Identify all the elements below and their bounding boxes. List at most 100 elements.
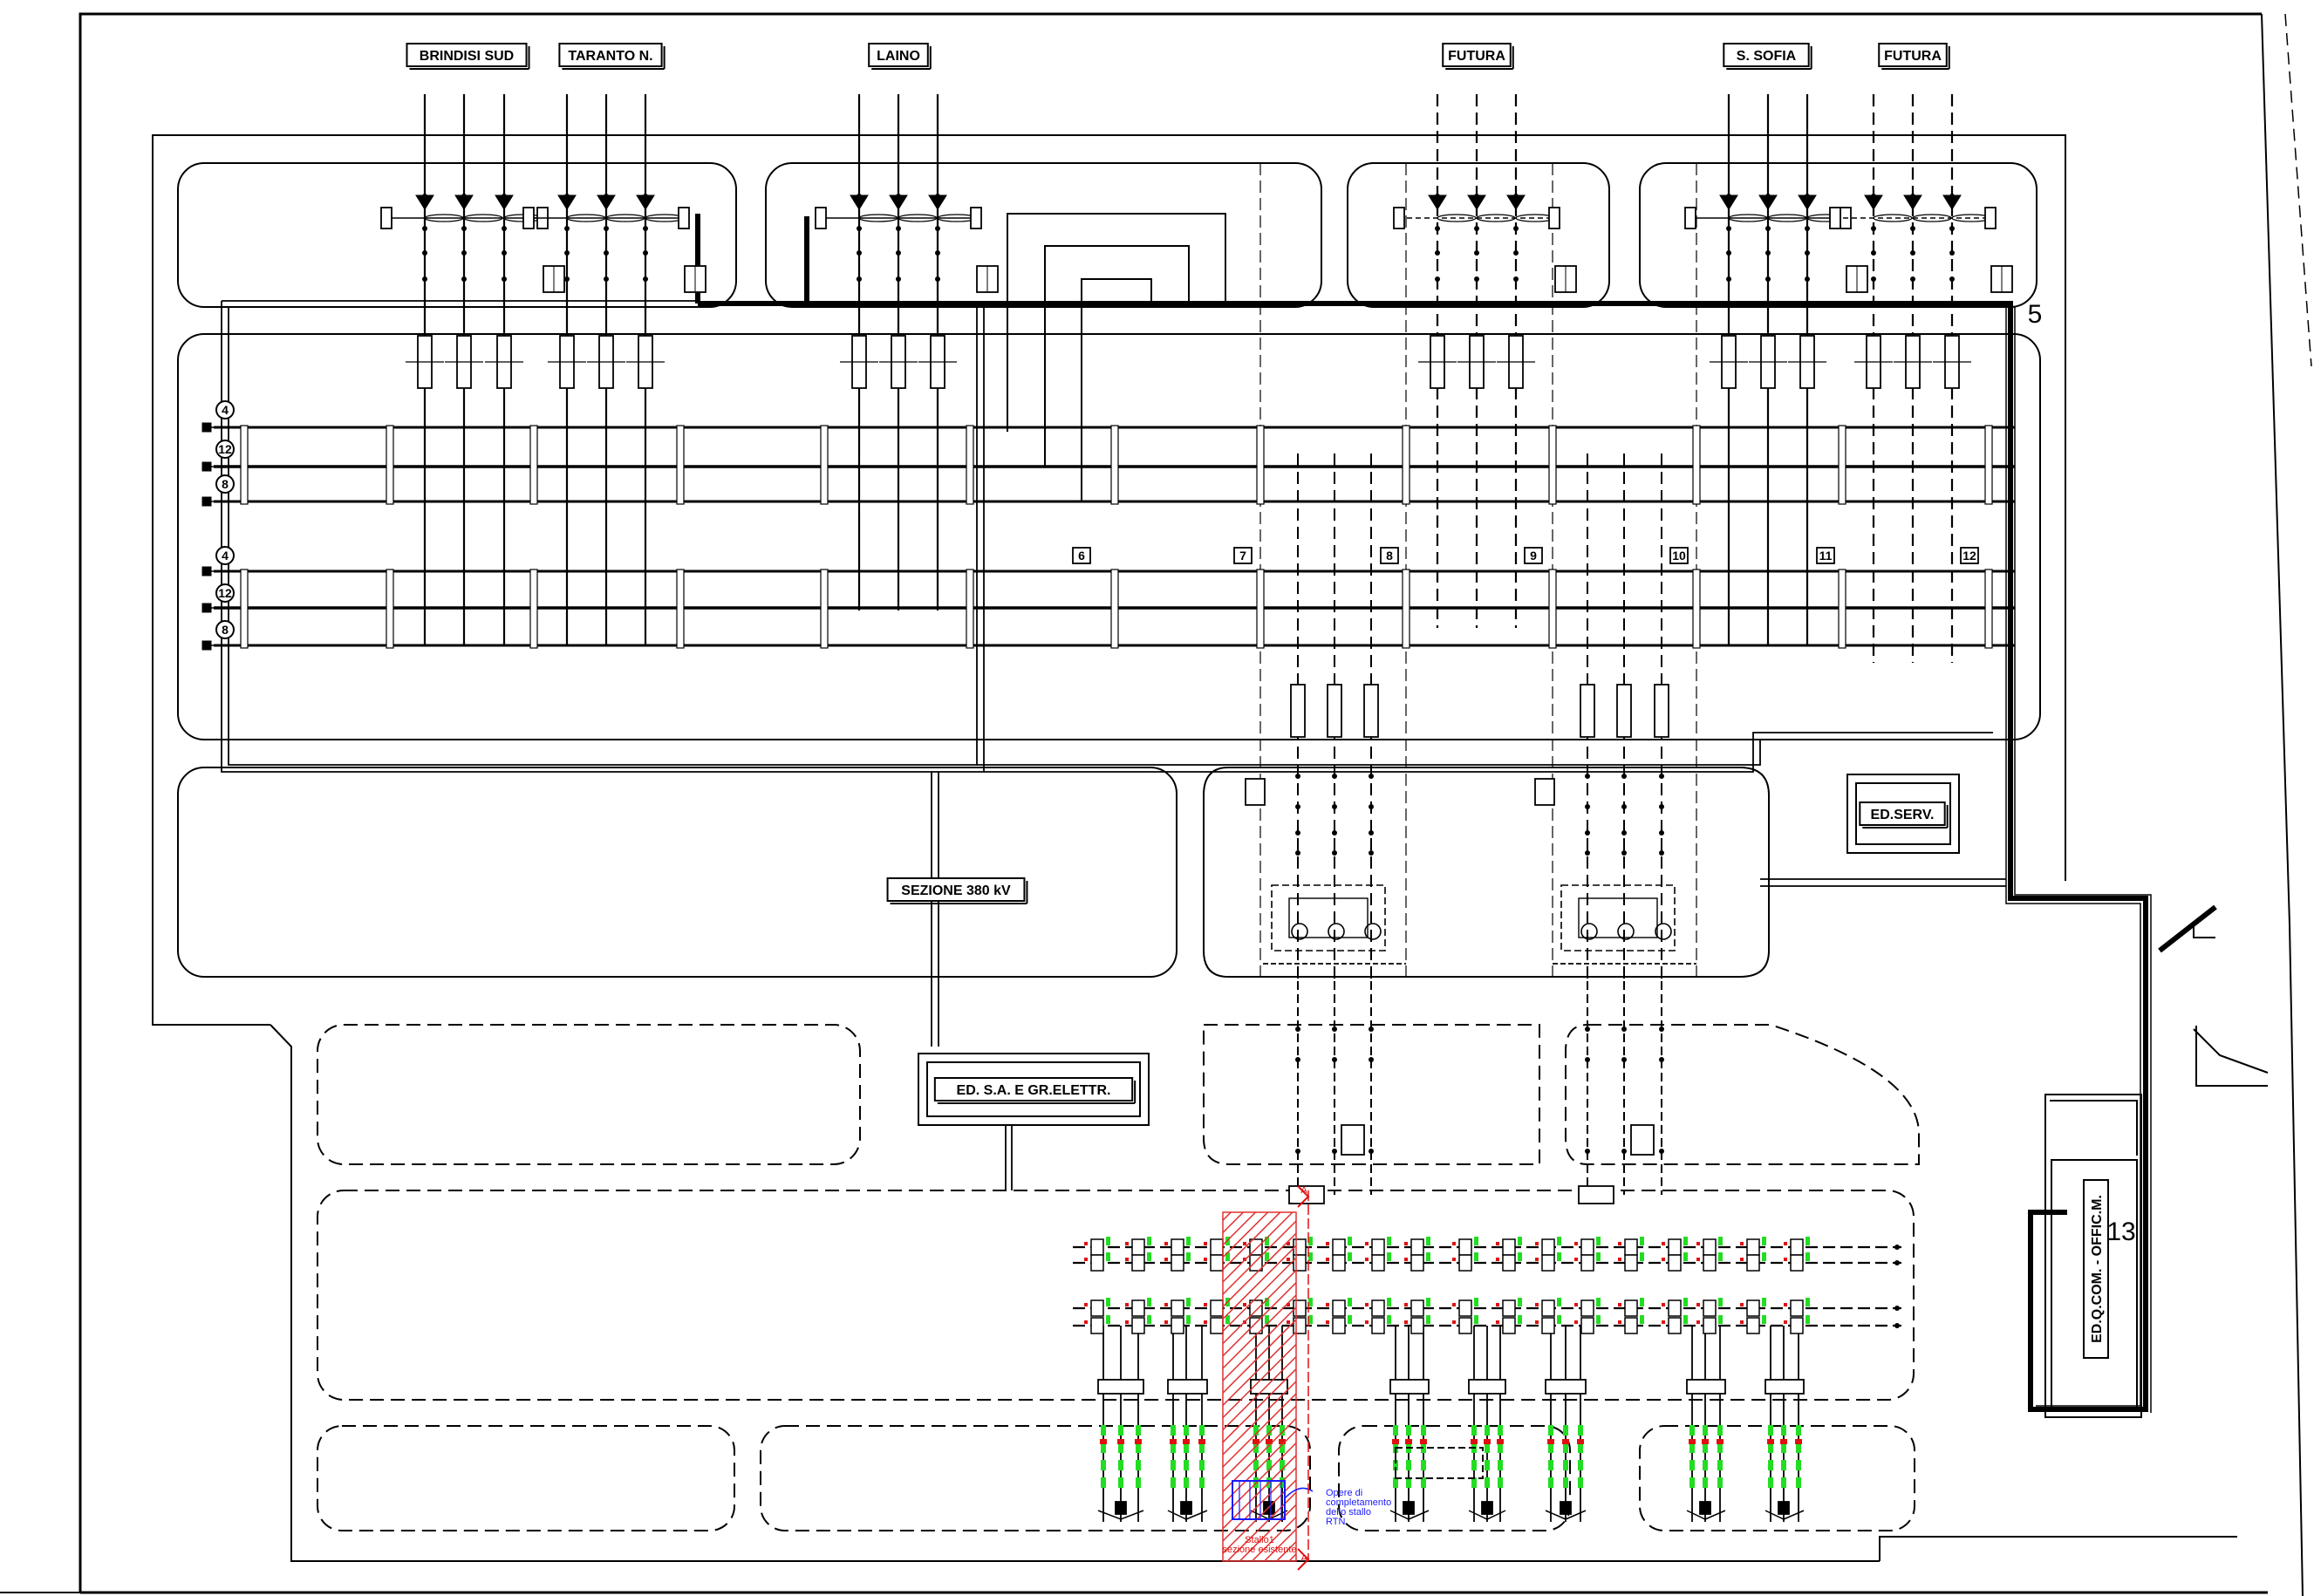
mv-switch [1624, 1299, 1638, 1317]
mv-indicator-red [1084, 1242, 1088, 1245]
green-element [1717, 1443, 1723, 1453]
line-trap [1437, 214, 1477, 222]
current-transformer [1616, 684, 1632, 738]
line-label-5: FUTURA [1878, 43, 1950, 70]
cable-end [1167, 1510, 1208, 1520]
bus-coupler-loop-1 [1044, 245, 1190, 432]
mv-indicator-green [1683, 1252, 1688, 1261]
mv-indicator-green [1186, 1252, 1191, 1261]
mv-indicator-red [1204, 1303, 1207, 1306]
mv-indicator-red [1164, 1303, 1168, 1306]
mv-indicator-green [1474, 1298, 1478, 1306]
green-element [1118, 1460, 1123, 1470]
node [1726, 226, 1731, 231]
bus-coupler [676, 569, 685, 649]
bus-coupler [1256, 569, 1265, 649]
label-frame [2083, 1179, 2109, 1359]
cable-trenches [221, 300, 2006, 1190]
bus-coupler [676, 425, 685, 505]
green-element [1781, 1460, 1786, 1470]
label-text: ED. S.A. E GR.ELETTR. [957, 1083, 1111, 1098]
mv-switch [1624, 1317, 1638, 1334]
mv-indicator-green [1348, 1298, 1352, 1306]
green-element [1171, 1460, 1176, 1470]
node [643, 250, 648, 256]
red-note-line: Stallo1 [1245, 1535, 1274, 1545]
line-isolator [815, 207, 827, 229]
node [564, 226, 570, 231]
mv-indicator-red [1125, 1258, 1129, 1261]
bus-end [201, 422, 212, 433]
mv-indicator-red [1404, 1258, 1408, 1261]
surge-arrester [1467, 194, 1486, 210]
current-transformer [1363, 684, 1379, 738]
node [643, 226, 648, 231]
mv-transformer [1389, 1379, 1430, 1395]
red-element [1117, 1439, 1124, 1444]
green-element [1393, 1460, 1398, 1470]
mv-indicator-green [1518, 1252, 1522, 1261]
mv-indicator-green [1518, 1315, 1522, 1324]
node [604, 226, 609, 231]
mv-indicator-red [1662, 1320, 1665, 1324]
node [1332, 1057, 1337, 1062]
green-element [1471, 1460, 1477, 1470]
node [1726, 250, 1731, 256]
node [502, 226, 507, 231]
mv-indicator-red [1404, 1303, 1408, 1306]
green-element [1136, 1460, 1141, 1470]
mv-indicator-red [1740, 1320, 1744, 1324]
transformer-winding [1655, 923, 1672, 940]
cable-end [1765, 1510, 1805, 1520]
mv-switch [1090, 1299, 1104, 1317]
mv-indicator-red [1452, 1242, 1456, 1245]
label-frame [1859, 801, 1946, 826]
node [604, 250, 609, 256]
node [502, 276, 507, 282]
bus-coupler [966, 569, 974, 649]
node [1910, 250, 1915, 256]
node [1295, 830, 1300, 836]
surge-arrester [1798, 194, 1817, 210]
green-element [1781, 1477, 1786, 1488]
bus-end [201, 640, 212, 651]
surge-arrester [597, 194, 616, 210]
surge-arrester [557, 194, 577, 210]
mv-indicator-red [1164, 1258, 1168, 1261]
mv-indicator-red [1574, 1242, 1578, 1245]
bay-number: 7 [1239, 549, 1246, 563]
node [1765, 226, 1771, 231]
mv-indicator-green [1426, 1315, 1430, 1324]
line-trap [424, 214, 464, 222]
node [857, 226, 862, 231]
mv-indicator-green [1106, 1315, 1110, 1324]
cable-end [1686, 1510, 1726, 1520]
mv-indicator-red [1662, 1242, 1665, 1245]
mv-indicator-red [1535, 1258, 1539, 1261]
busbar-id: 12 [218, 586, 232, 600]
mv-indicator-green [1518, 1237, 1522, 1245]
surge-arrester [1719, 194, 1738, 210]
node [935, 276, 940, 282]
green-element [1563, 1477, 1568, 1488]
green-element [1184, 1460, 1189, 1470]
line-isolator [1829, 207, 1841, 229]
mv-switch [1131, 1299, 1145, 1317]
bay-number: 8 [1386, 549, 1393, 563]
mv-indicator-red [1084, 1258, 1088, 1261]
mv-switch [1090, 1254, 1104, 1272]
green-element [1485, 1443, 1490, 1453]
red-element [1484, 1439, 1491, 1444]
line-isolator [1393, 207, 1405, 229]
line-trap [1767, 214, 1807, 222]
sheet-frame [0, 12, 2312, 1596]
station-enclosure [152, 134, 2268, 1562]
mv-indicator-green [1805, 1237, 1810, 1245]
completion-box [1232, 1480, 1286, 1520]
node [1621, 774, 1627, 779]
bay-number-frame [1072, 547, 1091, 564]
busbar-id: 4 [222, 549, 229, 563]
cable-end [1545, 1510, 1587, 1520]
red-element [1577, 1439, 1584, 1444]
